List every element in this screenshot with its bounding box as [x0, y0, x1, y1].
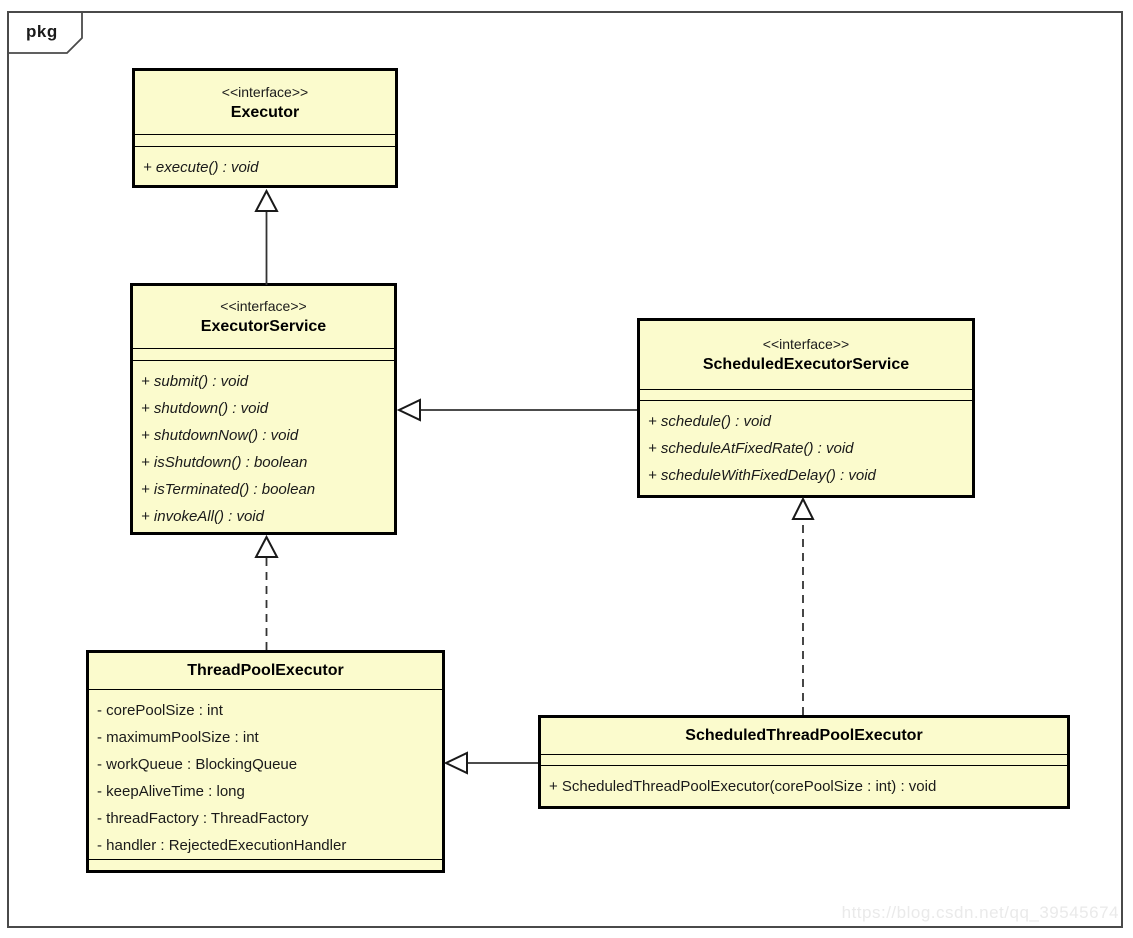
attribute-line: - corePoolSize : int	[97, 702, 223, 719]
attributes-compartment	[640, 389, 972, 400]
method-line: + shutdown() : void	[141, 400, 269, 417]
attributes-compartment: - corePoolSize : int - maximumPoolSize : …	[89, 689, 442, 859]
class-box-executor: <<interface>> Executor + execute() : voi…	[132, 68, 398, 188]
class-header: <<interface>> Executor	[135, 71, 395, 134]
attributes-compartment	[133, 348, 394, 360]
attribute-line: - handler : RejectedExecutionHandler	[97, 837, 347, 854]
stereotype-label: <<interface>>	[221, 83, 309, 100]
methods-compartment: + execute() : void	[135, 146, 395, 181]
stereotype-label: <<interface>>	[220, 298, 307, 314]
method-line: + ScheduledThreadPoolExecutor(corePoolSi…	[549, 778, 937, 795]
class-name: ScheduledThreadPoolExecutor	[685, 727, 923, 744]
method-line: + scheduleWithFixedDelay() : void	[648, 467, 876, 484]
class-header: <<interface>> ScheduledExecutorService	[640, 321, 972, 389]
attribute-line: - threadFactory : ThreadFactory	[97, 810, 309, 827]
class-name: Executor	[230, 103, 300, 121]
package-frame	[7, 11, 1123, 928]
method-line: + invokeAll() : void	[141, 508, 264, 525]
method-line: + isShutdown() : boolean	[141, 454, 308, 471]
attribute-line: - maximumPoolSize : int	[97, 729, 259, 746]
package-tab-label: pkg	[26, 22, 58, 41]
class-box-executorservice: <<interface>> ExecutorService + submit()…	[130, 283, 397, 535]
class-name: ThreadPoolExecutor	[187, 662, 344, 679]
class-box-scheduledthreadpoolexecutor: ScheduledThreadPoolExecutor + ScheduledT…	[538, 715, 1070, 809]
attributes-compartment	[135, 134, 395, 146]
methods-compartment: + submit() : void + shutdown() : void + sh…	[133, 360, 394, 530]
method-line: + shutdownNow() : void	[141, 427, 299, 444]
class-box-scheduledexecutorservice: <<interface>> ScheduledExecutorService +…	[637, 318, 975, 498]
method-line: + scheduleAtFixedRate() : void	[648, 440, 854, 457]
methods-compartment: + ScheduledThreadPoolExecutor(corePoolSi…	[541, 765, 1067, 800]
stereotype-label: <<interface>>	[762, 336, 850, 352]
attribute-line: - keepAliveTime : long	[97, 783, 245, 800]
class-header: ThreadPoolExecutor	[89, 653, 442, 689]
class-name: ScheduledExecutorService	[702, 356, 910, 373]
method-line: + isTerminated() : boolean	[141, 481, 316, 498]
method-line: + execute() : void	[143, 159, 259, 176]
watermark-text: https://blog.csdn.net/qq_39545674	[841, 903, 1119, 922]
class-header: ScheduledThreadPoolExecutor	[541, 718, 1067, 754]
method-line: + schedule() : void	[648, 413, 771, 430]
attribute-line: - workQueue : BlockingQueue	[97, 756, 298, 773]
methods-compartment: + schedule() : void + scheduleAtFixedRate…	[640, 400, 972, 489]
method-line: + submit() : void	[141, 373, 249, 390]
class-box-threadpoolexecutor: ThreadPoolExecutor - corePoolSize : int-…	[86, 650, 445, 873]
class-header: <<interface>> ExecutorService	[133, 286, 394, 348]
methods-compartment	[89, 859, 442, 870]
class-name: ExecutorService	[200, 318, 327, 335]
attributes-compartment	[541, 754, 1067, 765]
